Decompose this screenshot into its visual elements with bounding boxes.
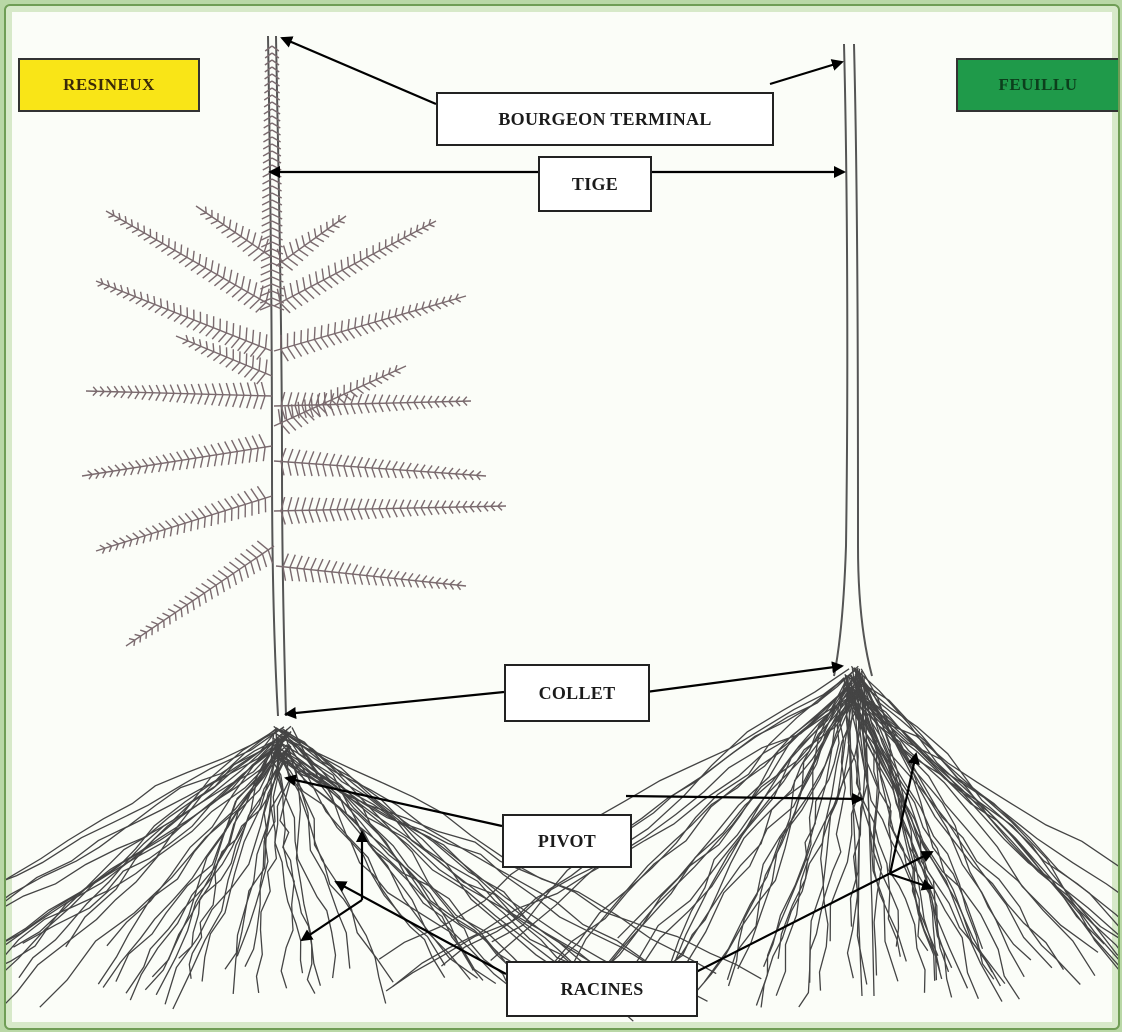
collar-label: COLLET xyxy=(504,664,650,722)
broadleaf-tag: FEUILLU xyxy=(956,58,1120,112)
figure-frame: RESINEUX FEUILLU BOURGEON TERMINAL TIGE … xyxy=(4,4,1120,1030)
broadleaf-seedling xyxy=(379,44,1118,1017)
broadleaf-stem xyxy=(834,44,872,676)
conifer-tag: RESINEUX xyxy=(18,58,200,112)
arrow-roots-broadleaf-a xyxy=(696,852,932,972)
taproot-label: PIVOT xyxy=(502,814,632,868)
stem-label: TIGE xyxy=(538,156,652,212)
roots-label: RACINES xyxy=(506,961,698,1017)
arrow-collar-broadleaf xyxy=(646,666,842,692)
arrow-bud-conifer xyxy=(282,38,436,104)
arrow-collar-conifer xyxy=(286,692,504,714)
arrow-bud-broadleaf xyxy=(770,62,842,84)
terminal-bud-label: BOURGEON TERMINAL xyxy=(436,92,774,146)
arrow-taproot-broadleaf xyxy=(626,796,862,799)
